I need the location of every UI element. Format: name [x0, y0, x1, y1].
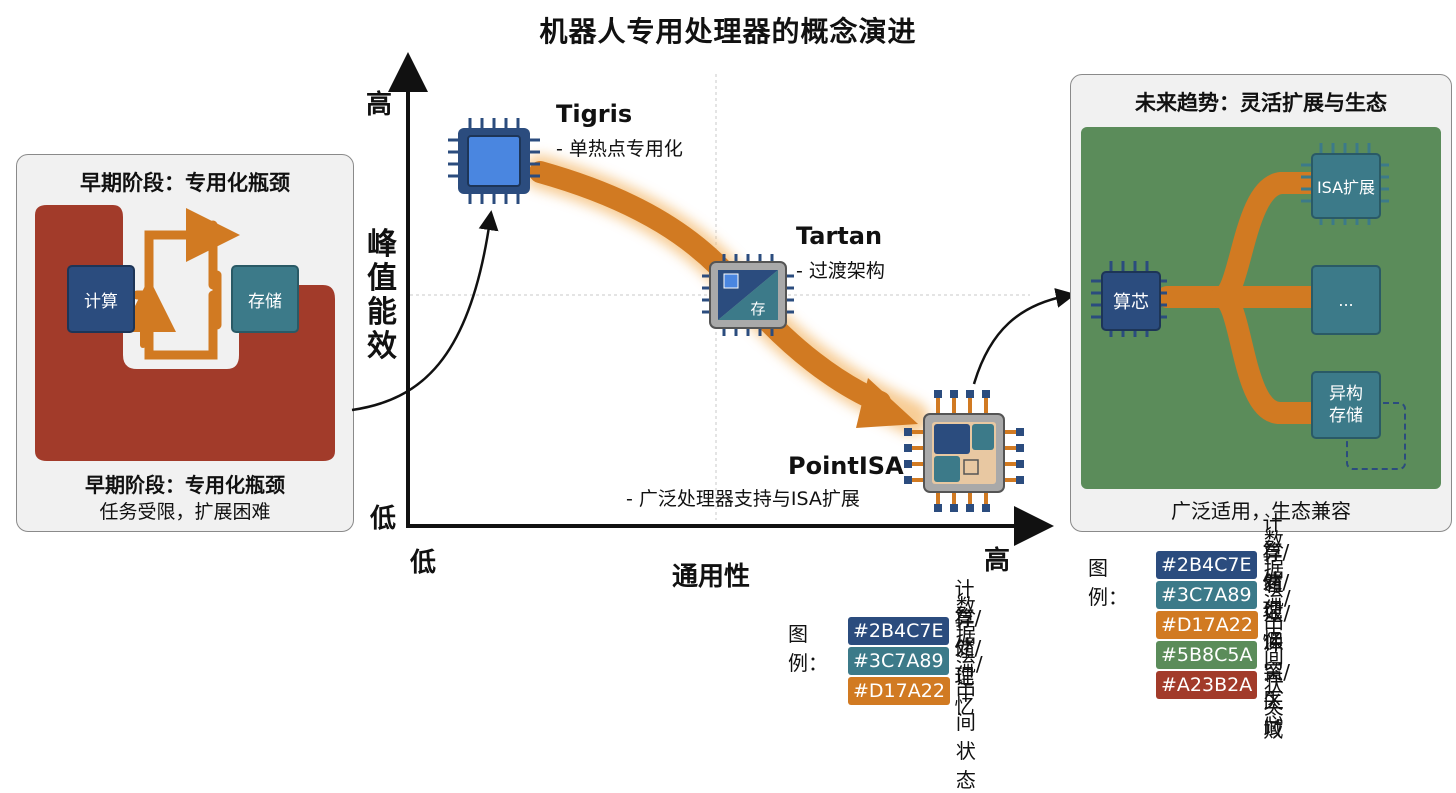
hetero-storage-chip: 异构 存储 [1311, 371, 1381, 439]
legend-label: 存储/记忆 [954, 607, 982, 718]
pointisa-desc: - 广泛处理器支持与ISA扩展 [626, 488, 860, 510]
y-axis-high-label: 高 [366, 90, 393, 120]
more-chip: ... [1311, 265, 1381, 335]
future-trend-panel: 未来趋势：灵活扩展与生态 算芯 ISA扩展 ... 异构 存储 广泛适用， [1070, 74, 1452, 532]
evolution-arrowhead [856, 378, 918, 428]
legend-swatch: #D17A22 [1156, 611, 1258, 639]
legend-swatch: #5B8C5A [1156, 641, 1258, 669]
tartan-inner-label: 存 [750, 300, 765, 318]
legend-swatch: #A23B2A [1156, 671, 1258, 699]
legend-label: 计算/处理 [954, 577, 982, 688]
tartan-desc: - 过渡架构 [796, 260, 885, 282]
isa-extension-chip: ISA扩展 [1311, 153, 1381, 219]
legend-swatch: #3C7A89 [848, 647, 949, 675]
tigris-label: Tigris [556, 100, 633, 128]
left-to-tigris-arrow [351, 210, 499, 412]
legend-swatch: #D17A22 [848, 677, 950, 705]
pointisa-to-future-arrow [972, 288, 1076, 385]
hetero-label-line1: 异构 [1329, 384, 1363, 404]
tartan-label: Tartan [796, 222, 883, 250]
pointisa-label: PointISA [788, 452, 904, 480]
compute-box: 计算 [67, 265, 135, 333]
early-stage-panel: 早期阶段：专用化瓶颈 计算 存储 早期阶段：专用化瓶颈 任务受限，扩展困难 [16, 154, 354, 532]
storage-box: 存储 [231, 265, 299, 333]
hetero-label-line2: 存储 [1329, 406, 1363, 426]
legend-label: 冲突/失败 [1263, 631, 1290, 742]
legend-label: 数据流/中间状态 [955, 593, 983, 792]
tigris-chip-icon [448, 118, 540, 204]
early-stage-caption: 任务受限，扩展困难 [99, 501, 271, 523]
legend-swatch: #3C7A89 [1156, 581, 1257, 609]
tartan-chip-icon [702, 254, 794, 336]
page-title: 机器人专用处理器的概念演进 [539, 15, 917, 48]
legend-label: 计算/处理 [1262, 511, 1290, 622]
y-axis-low-label: 低 [370, 504, 397, 534]
legend-swatch: #2B4C7E [1156, 551, 1257, 579]
legend-label: 存储/记忆 [1262, 541, 1290, 652]
tigris-desc: - 单热点专用化 [556, 138, 683, 160]
future-trend-title: 未来趋势：灵活扩展与生态 [1135, 91, 1387, 115]
dataflow-loop [122, 208, 240, 360]
legend-bottom-heading: 图例： [788, 622, 828, 675]
legend-swatch: #2B4C7E [848, 617, 949, 645]
x-axis-high-label: 高 [984, 546, 1011, 576]
evolution-plot: 存 [351, 52, 1076, 546]
legend-label: 数据流/中间状态 [1263, 527, 1291, 726]
x-axis-low-label: 低 [410, 548, 437, 578]
core-chip: 算芯 [1101, 271, 1161, 331]
x-axis-title: 通用性 [672, 562, 751, 592]
pointisa-chip-icon [904, 390, 1024, 512]
future-trend-caption: 广泛适用，生态兼容 [1171, 499, 1351, 523]
early-stage-title: 早期阶段：专用化瓶颈 [80, 171, 290, 195]
y-axis-title: 峰值能效 [367, 227, 397, 364]
early-stage-caption-title: 早期阶段：专用化瓶颈 [85, 473, 285, 497]
legend-right-heading: 图例： [1088, 556, 1128, 609]
